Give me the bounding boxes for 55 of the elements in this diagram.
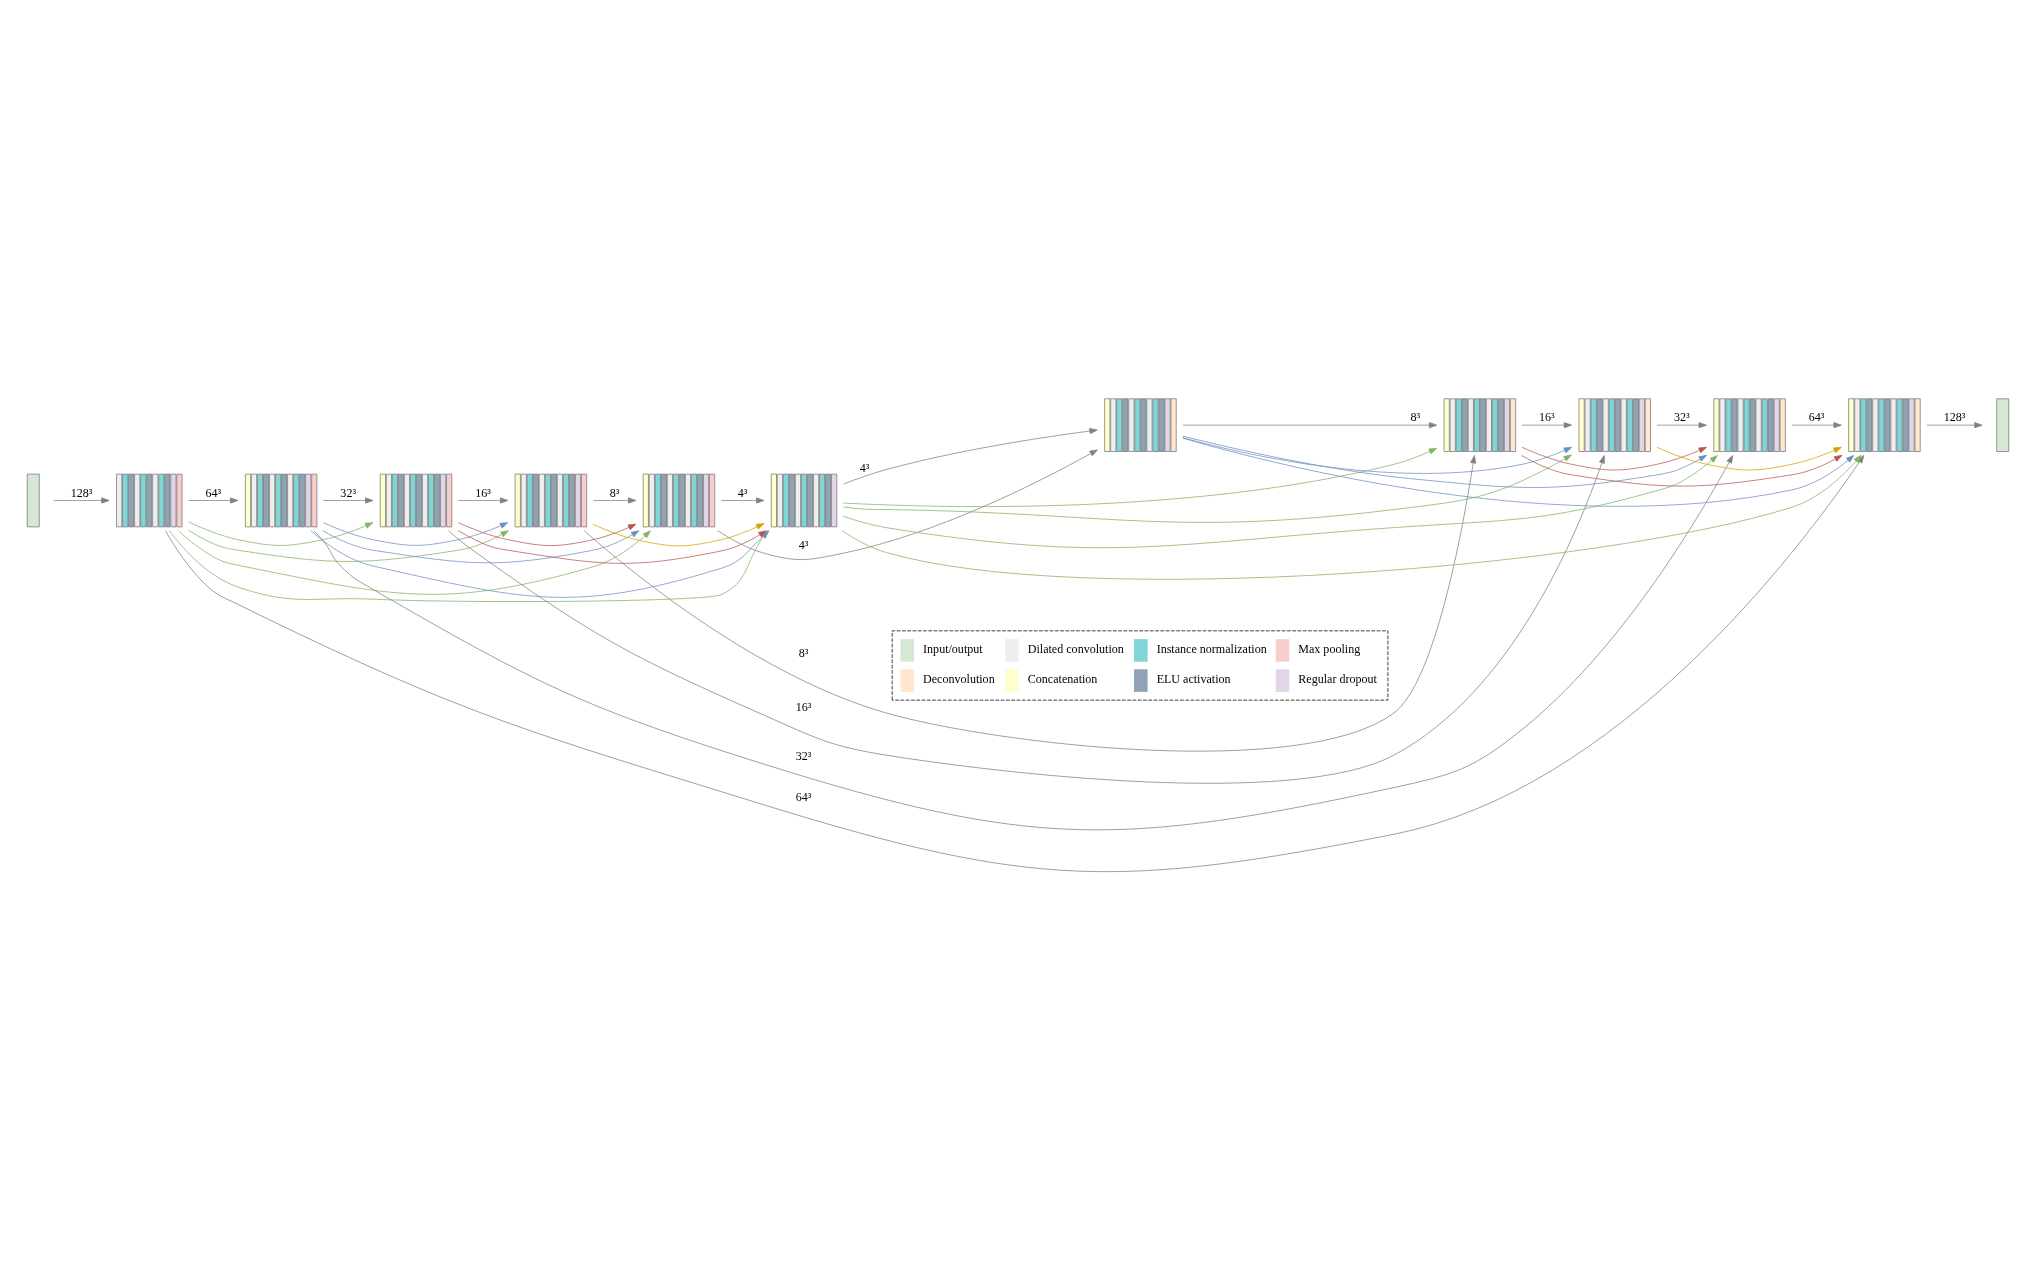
arrow <box>843 427 1098 484</box>
edge-label: 64³ <box>1808 409 1825 424</box>
arrow <box>1182 437 1855 507</box>
legend-label: Input/output <box>923 641 983 656</box>
arrow <box>1656 446 1842 470</box>
arrow <box>1182 435 1707 488</box>
edge-label: 8³ <box>1410 409 1421 424</box>
arrow <box>1521 454 1843 486</box>
arrow <box>188 497 239 503</box>
arrow <box>188 529 509 562</box>
arrow <box>323 521 509 546</box>
arrow <box>592 522 765 546</box>
edge-label: 16³ <box>795 699 812 714</box>
arrow <box>1521 446 1707 470</box>
arrow <box>842 454 1718 548</box>
arrow <box>53 497 110 503</box>
arrow <box>457 497 509 503</box>
arrow <box>1656 421 1707 428</box>
edge-label: 32³ <box>340 485 357 500</box>
edge-label: 4³ <box>737 485 748 500</box>
edge-label: 32³ <box>795 748 812 763</box>
arrow <box>720 497 765 503</box>
edge-label: 16³ <box>475 485 491 500</box>
edge-label: 4³ <box>859 460 870 475</box>
arrow <box>322 497 374 503</box>
legend-label: ELU activation <box>1156 671 1231 686</box>
legend-label: Concatenation <box>1027 671 1098 686</box>
arrow <box>843 447 1438 507</box>
edge-label: 32³ <box>1673 409 1690 424</box>
arrow <box>178 529 651 595</box>
legend-label: Dilated convolution <box>1027 641 1124 656</box>
edge-label: 8³ <box>609 485 620 500</box>
arrow <box>717 448 1098 560</box>
arrow <box>457 521 637 546</box>
arrow <box>1182 421 1438 428</box>
legend-label: Instance normalization <box>1156 641 1267 656</box>
edge-label: 4³ <box>798 537 809 552</box>
arrow <box>322 529 640 563</box>
legend-label: Regular dropout <box>1298 671 1377 686</box>
edge-label: 128³ <box>1943 409 1966 424</box>
edge-label: 16³ <box>1539 409 1555 424</box>
edge-label: 8³ <box>798 645 809 660</box>
legend-label: Deconvolution <box>923 671 995 686</box>
arrow <box>188 521 374 546</box>
arrow <box>1182 436 1573 474</box>
arrow <box>1521 421 1573 428</box>
arrow <box>841 454 1862 580</box>
arrow <box>593 497 637 503</box>
arrow <box>843 453 1572 523</box>
arrow <box>1926 421 1983 428</box>
legend-label: Max pooling <box>1298 641 1361 656</box>
arrow <box>1791 421 1842 428</box>
edge-label: 64³ <box>795 789 812 804</box>
edge-label: 64³ <box>205 485 222 500</box>
edge-label: 128³ <box>70 485 93 500</box>
